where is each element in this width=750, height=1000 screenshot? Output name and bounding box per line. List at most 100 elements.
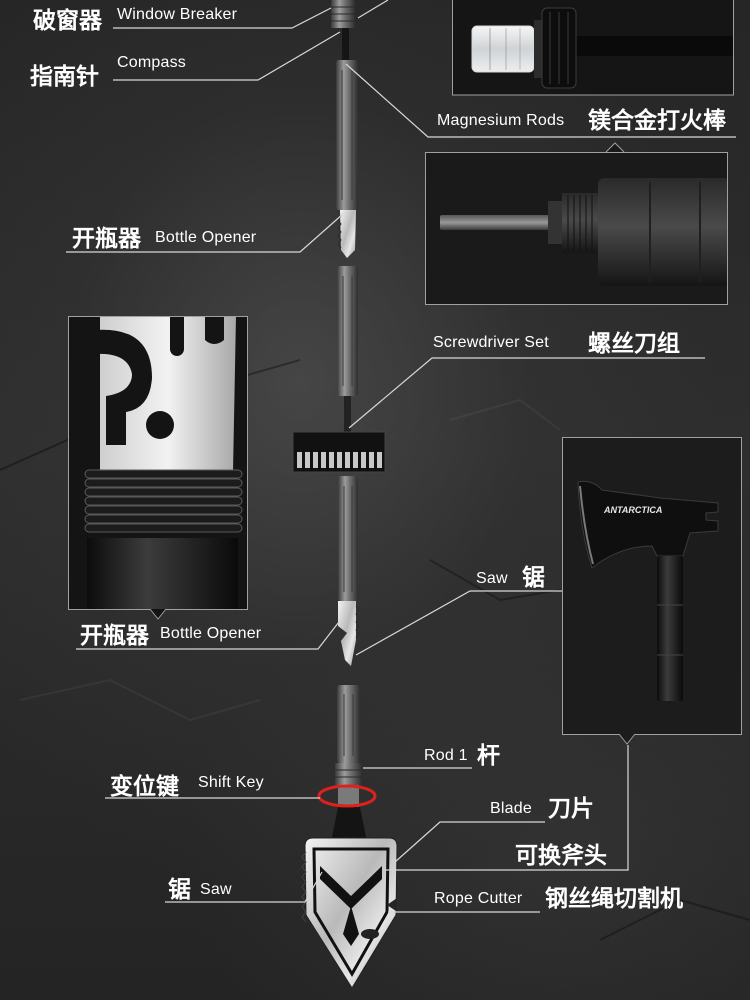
screwdriver-bit [345, 452, 350, 468]
opener-notch [205, 317, 224, 344]
glass-cylinder [471, 25, 535, 73]
inset-pointer [149, 608, 167, 620]
axe-logo: ANTARCTICA [603, 505, 662, 515]
axe-edge-highlight [579, 485, 594, 565]
bottle-opener-blade-top [340, 210, 356, 258]
magnesium-rod [440, 215, 552, 230]
callout-saw-right [355, 590, 562, 656]
compass-tip [342, 28, 349, 60]
screwdriver-tip [344, 396, 351, 432]
tube-segment-2 [337, 266, 358, 396]
shift-key [338, 785, 359, 807]
screwdriver-bit [377, 452, 382, 468]
callout-lines [66, 0, 736, 913]
tube-segment-1 [336, 60, 358, 210]
callout-saw-left [165, 871, 323, 903]
label-shift-key-en: Shift Key [198, 774, 264, 791]
screwdriver-bit [361, 452, 366, 468]
label-rod-en: Rod 1 [424, 747, 468, 764]
callout-replaceable-axe [385, 745, 629, 871]
multi-tool-shovel [292, 0, 398, 989]
callout-bottle-opener-top [66, 213, 344, 253]
screwdriver-bit [329, 452, 334, 468]
callout-head-connector [357, 0, 389, 19]
label-shift-key-cn: 变位键 [110, 774, 179, 800]
bottle-opener-saw-tip [338, 601, 356, 666]
shift-key-highlight-ring [317, 784, 377, 808]
label-saw-left-cn: 锯 [168, 877, 191, 903]
screwdriver-bit [297, 452, 302, 468]
label-rope-cutter-en: Rope Cutter [434, 890, 523, 907]
label-blade-cn: 刀片 [548, 796, 594, 822]
thread-ring [84, 487, 243, 497]
thread-ring [84, 478, 243, 488]
rope-cutter-notch [387, 898, 397, 911]
opener-hole [146, 411, 174, 439]
thread-ring [84, 514, 243, 524]
label-saw-right-cn: 锯 [522, 565, 545, 591]
inset-axe-detail: ANTARCTICA [562, 437, 742, 745]
label-magnesium-rods-cn: 镁合金打火棒 [588, 108, 726, 134]
thread-ring [84, 496, 243, 506]
label-bottle-opener-top-cn: 开瓶器 [72, 226, 141, 252]
axe-head [577, 480, 719, 569]
label-screwdriver-set-en: Screwdriver Set [433, 334, 549, 351]
label-rod-cn: 杆 [477, 743, 500, 769]
label-rope-cutter-cn: 钢丝绳切割机 [545, 886, 683, 912]
label-window-breaker-cn: 破窗器 [33, 8, 102, 34]
screwdriver-bit [353, 452, 358, 468]
label-window-breaker-en: Window Breaker [117, 6, 238, 23]
callout-bottle-opener-bottom [76, 617, 343, 650]
thread-ring [84, 505, 243, 515]
rod-collar [548, 201, 562, 244]
cap-collar [534, 20, 542, 78]
blade-logo [361, 929, 379, 939]
label-bottle-opener-bottom-cn: 开瓶器 [80, 623, 149, 649]
inset-pointer [605, 142, 625, 153]
stone-crack [599, 898, 750, 941]
inset-bottle-opener-detail [68, 316, 248, 620]
thread-ring [84, 523, 243, 533]
label-bottle-opener-top-en: Bottle Opener [155, 229, 257, 246]
callout-screwdriver-set [348, 357, 705, 429]
label-compass-en: Compass [117, 54, 186, 71]
blade-arrow [343, 906, 359, 946]
label-magnesium-rods-en: Magnesium Rods [437, 112, 565, 129]
blade-saw-edge [301, 851, 307, 923]
shaft-collar [335, 763, 362, 785]
screwdriver-bit [313, 452, 318, 468]
screwdriver-bit [321, 452, 326, 468]
thread-ring [84, 469, 243, 479]
inset-pointer [618, 733, 636, 745]
blade-serration [337, 215, 342, 249]
inset-window-breaker-detail [452, 0, 734, 96]
saw-teeth [355, 605, 360, 639]
inset-magnesium-rod-detail [425, 142, 728, 305]
blade-neck [331, 807, 367, 842]
label-replaceable-axe-cn: 可换斧头 [515, 843, 607, 869]
blade-chevron [320, 866, 382, 909]
handle-body [598, 178, 727, 286]
callout-window-breaker [113, 7, 332, 29]
black-tube [87, 538, 238, 609]
callout-blade [394, 821, 545, 863]
opener-slot [170, 317, 184, 356]
blade-inner-border [312, 847, 390, 977]
tube-segment-3 [338, 476, 358, 601]
callout-magnesium-rods [345, 63, 736, 138]
axe-handle [657, 556, 683, 701]
screwdriver-bit [369, 452, 374, 468]
screwdriver-bit [305, 452, 310, 468]
screwdriver-bit [337, 452, 342, 468]
opener-hook-cutout [95, 329, 152, 445]
label-blade-en: Blade [490, 800, 532, 817]
label-saw-right-en: Saw [476, 570, 508, 587]
stone-crack [19, 678, 261, 722]
label-compass-cn: 指南针 [30, 64, 99, 90]
callout-compass [113, 31, 341, 81]
label-screwdriver-set-cn: 螺丝刀组 [588, 331, 680, 357]
shaft-rod [337, 685, 360, 763]
label-bottle-opener-bottom-en: Bottle Opener [160, 625, 262, 642]
